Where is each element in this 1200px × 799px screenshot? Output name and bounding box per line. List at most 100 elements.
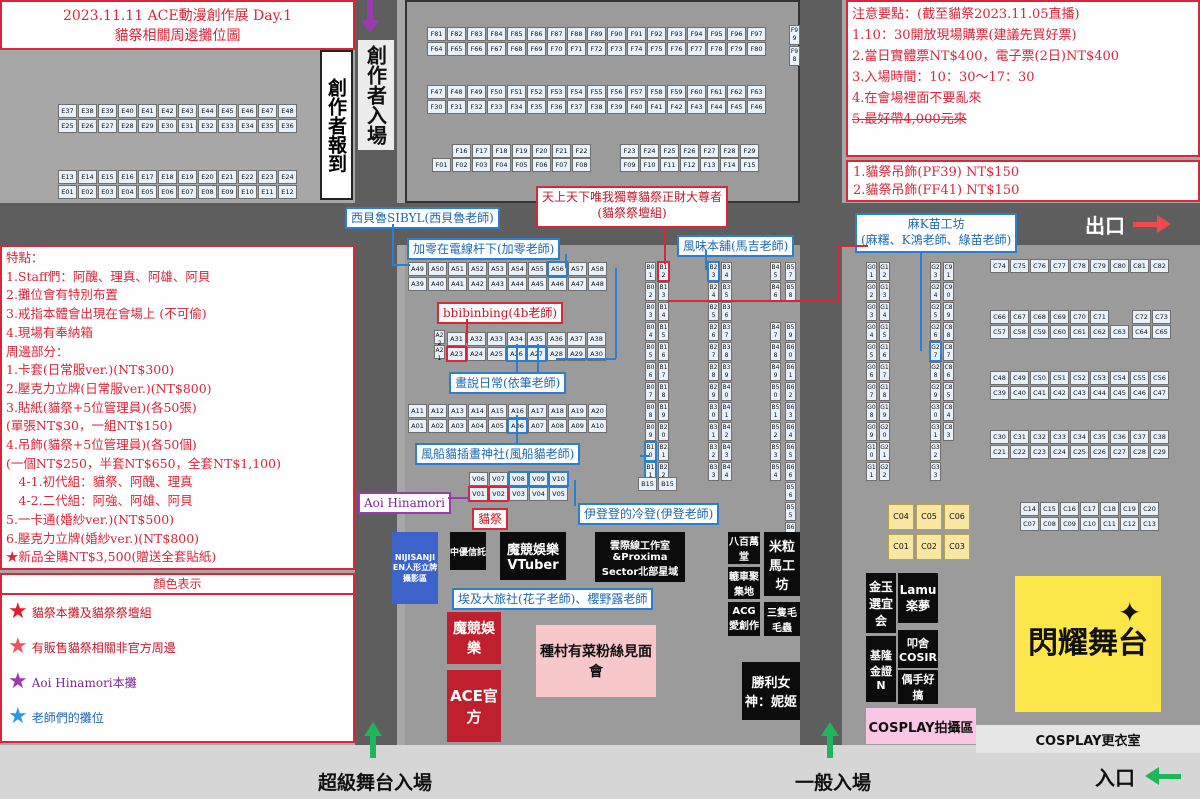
- booth-a25: A25: [487, 347, 506, 361]
- booth-c72: C72: [1132, 310, 1151, 324]
- booth-c79: C79: [1090, 259, 1109, 273]
- block-sanji: 三隻毛毛蟲: [764, 602, 800, 636]
- notice-item: 2.當日實體票NT$400，電子票(2日)NT$400: [852, 49, 1120, 64]
- connector-line: [705, 250, 707, 270]
- booth-f27: F27: [700, 144, 719, 158]
- feature-line: 3.戒指本體會出現在會場上 (不可偷): [6, 306, 207, 322]
- block-jinyu: 金玉選宜会: [866, 573, 896, 633]
- stage-label: 閃耀舞台: [1028, 626, 1148, 661]
- booth-g13: G13: [879, 282, 890, 301]
- booth-f19: F19: [512, 144, 531, 158]
- booth-f64: F64: [427, 42, 446, 56]
- booth-f09: F09: [620, 158, 639, 172]
- booth-c77: C77: [1050, 259, 1069, 273]
- booth-b27: B27: [708, 342, 719, 361]
- booth-f93: F93: [667, 27, 686, 41]
- booth-c65: C65: [1152, 325, 1171, 339]
- booth-g16: G16: [879, 342, 890, 361]
- pendant-item: 2.貓祭吊飾(FF41) NT$150: [853, 183, 1020, 198]
- booth-g23: G23: [930, 262, 941, 281]
- booth-a56: A56: [547, 261, 568, 277]
- booth-c59: C59: [1030, 325, 1049, 339]
- booth-f50: F50: [487, 85, 506, 99]
- booth-f92: F92: [647, 27, 666, 41]
- booth-c87: C87: [943, 342, 954, 361]
- booth-e20: E20: [198, 170, 217, 184]
- booth-e26: E26: [78, 119, 97, 133]
- label-huashuo: 畫說日常(依筆老師): [449, 372, 567, 394]
- booth-c29: C29: [1150, 445, 1169, 459]
- booth-b33: B33: [708, 462, 719, 481]
- booth-f81: F81: [427, 27, 446, 41]
- booth-f69: F69: [527, 42, 546, 56]
- feature-line: 4.吊飾(貓祭+5位管理員)(各50個): [6, 437, 197, 453]
- booth-c68: C68: [1030, 310, 1049, 324]
- booth-b34: B34: [721, 262, 732, 281]
- notice-item: 1.10：30開放現場購票(建議先買好票): [852, 28, 1077, 43]
- booth-column: B59B60B61B62B63B64B65B66B56B55B67: [785, 322, 796, 542]
- booth-f94: F94: [687, 27, 706, 41]
- block-acg: ACG愛創作: [728, 602, 760, 636]
- booth-g01: G01: [866, 262, 877, 281]
- star-icon: ★: [8, 704, 28, 729]
- title-line-1: 2023.11.11 ACE動漫創作展 Day.1: [62, 8, 293, 24]
- booth-c15: C15: [1040, 502, 1059, 516]
- booth-a36: A36: [547, 332, 566, 346]
- booth-f99: F99: [789, 25, 800, 45]
- booth-a49: A49: [408, 262, 427, 276]
- booth-f37: F37: [567, 100, 586, 114]
- booth-b55: B55: [785, 502, 796, 521]
- booth-c22: C22: [1010, 445, 1029, 459]
- booth-f42: F42: [667, 100, 686, 114]
- booth-c60: C60: [1050, 325, 1069, 339]
- booth-a50: A50: [428, 262, 447, 276]
- booth-f15: F15: [740, 158, 759, 172]
- booth-c31: C31: [1010, 430, 1029, 444]
- booth-f38: F38: [587, 100, 606, 114]
- booth-b32: B32: [708, 442, 719, 461]
- booth-c78: C78: [1070, 259, 1089, 273]
- booth-a52: A52: [468, 262, 487, 276]
- booth-e03: E03: [98, 185, 117, 199]
- legend-item: ★有販售貓祭相關非官方周邊: [8, 636, 176, 658]
- booth-c61: C61: [1070, 325, 1089, 339]
- booth-f08: F08: [572, 158, 591, 172]
- booth-g02: G02: [866, 282, 877, 301]
- booth-e31: E31: [178, 119, 197, 133]
- notice-header: 注意要點：(截至貓祭2023.11.05直播): [852, 7, 1080, 22]
- booth-f83: F83: [467, 27, 486, 41]
- booth-b05: B05: [645, 342, 656, 361]
- legend-item: ★Aoi Hinamori本攤: [8, 671, 137, 693]
- booth-f60: F60: [687, 85, 706, 99]
- booth-f82: F82: [447, 27, 466, 41]
- booth-e43: E43: [178, 104, 197, 118]
- booth-c21: C21: [990, 445, 1009, 459]
- booth-a08: A08: [548, 419, 567, 433]
- booth-a02: A02: [428, 419, 447, 433]
- creator-entrance-label: 創作者入場: [358, 40, 394, 150]
- booth-c14: C14: [1020, 502, 1039, 516]
- feature-line: 4-2.二代組：阿強、阿雄、阿貝: [6, 493, 193, 509]
- booth-a51: A51: [448, 262, 467, 276]
- notice-item: 5.最好帶4,000元來: [852, 112, 967, 127]
- booth-e11: E11: [258, 185, 277, 199]
- label-fengwei: 風味本舖(馬吉老師): [677, 235, 795, 257]
- booth-b15: B15: [658, 322, 669, 341]
- booth-f29: F29: [740, 144, 759, 158]
- booth-c16: C16: [1060, 502, 1079, 516]
- booth-c80: C80: [1110, 259, 1129, 273]
- notice-box: 注意要點：(截至貓祭2023.11.05直播) 1.10：30開放現場購票(建議…: [846, 0, 1200, 157]
- booth-c49: C49: [1010, 371, 1029, 385]
- booth-g07: G07: [866, 382, 877, 401]
- booth-c71: C71: [1090, 310, 1109, 324]
